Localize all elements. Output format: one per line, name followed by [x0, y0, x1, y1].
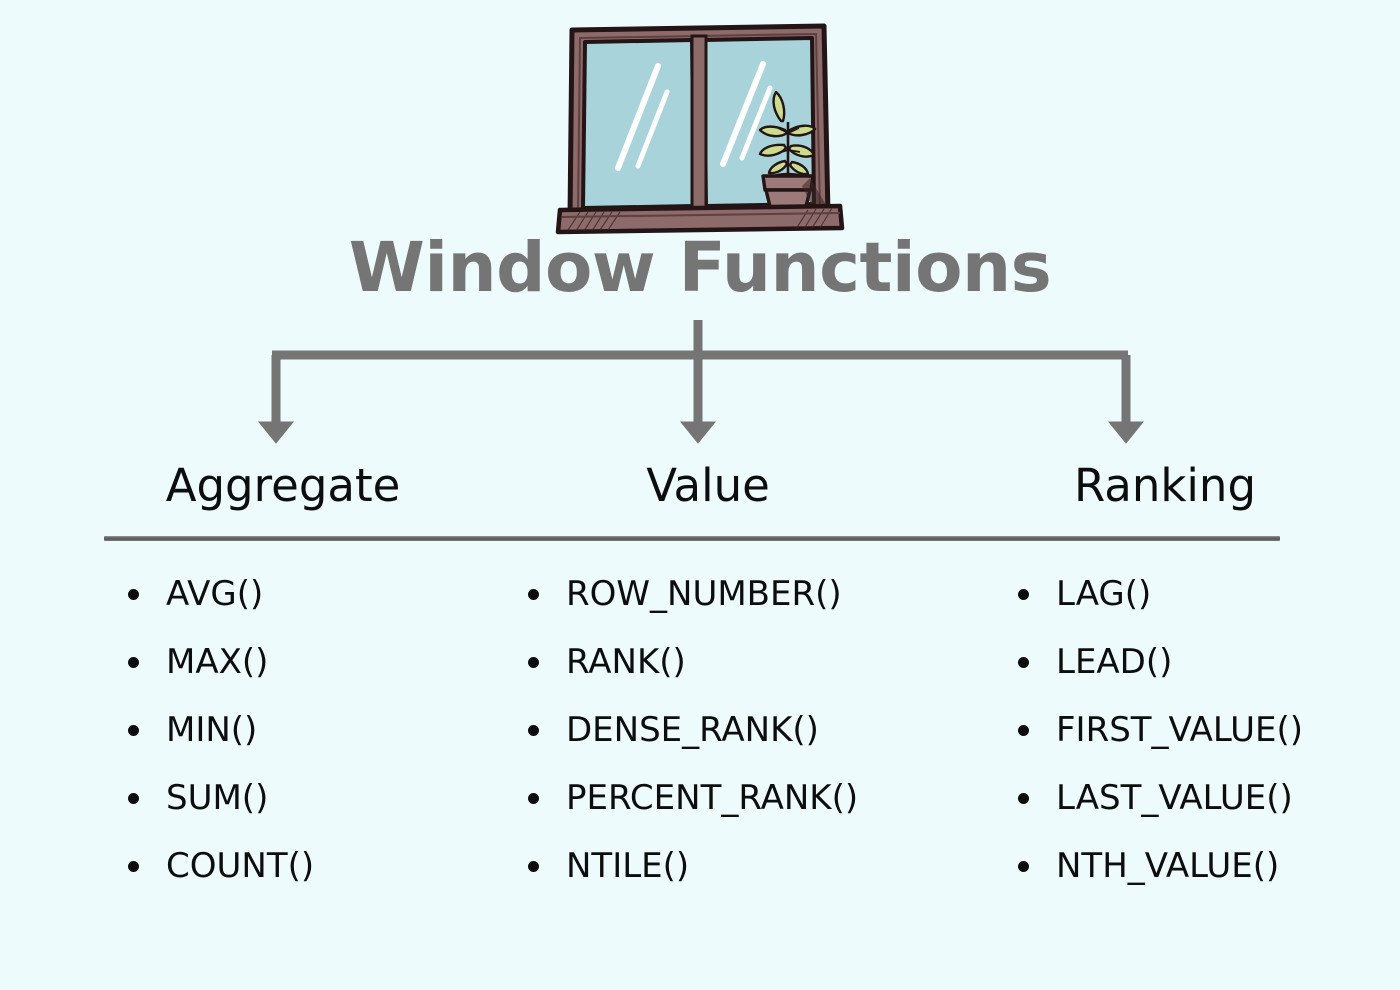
- list-item: NTILE(): [528, 832, 858, 900]
- list-item: ROW_NUMBER(): [528, 560, 858, 628]
- list-item: RANK(): [528, 628, 858, 696]
- potted-plant: [758, 90, 817, 225]
- window-mullion: [690, 34, 708, 212]
- bullet-icon: [128, 657, 139, 668]
- list-item: DENSE_RANK(): [528, 696, 858, 764]
- function-name: SUM(): [166, 778, 269, 818]
- bullet-icon: [528, 861, 539, 872]
- bullet-icon: [1018, 861, 1029, 872]
- list-item: AVG(): [128, 560, 314, 628]
- list-item: LEAD(): [1018, 628, 1303, 696]
- list-item: MAX(): [128, 628, 314, 696]
- function-name: LAST_VALUE(): [1056, 778, 1293, 818]
- list-item: SUM(): [128, 764, 314, 832]
- list-item: FIRST_VALUE(): [1018, 696, 1303, 764]
- function-name: LEAD(): [1056, 642, 1173, 682]
- list-item: LAG(): [1018, 560, 1303, 628]
- window-with-plant-illustration: [552, 18, 852, 243]
- plant-leaves: [758, 90, 817, 176]
- bullet-icon: [128, 725, 139, 736]
- function-name: DENSE_RANK(): [566, 710, 819, 750]
- bullet-icon: [1018, 793, 1029, 804]
- bullet-icon: [528, 657, 539, 668]
- column-header-aggregate: Aggregate: [165, 459, 401, 512]
- list-item: MIN(): [128, 696, 314, 764]
- function-name: ROW_NUMBER(): [566, 574, 842, 614]
- page-title: Window Functions: [348, 228, 1052, 308]
- function-name: MIN(): [166, 710, 258, 750]
- function-list-ranking: LAG() LEAD() FIRST_VALUE() LAST_VALUE() …: [1018, 560, 1303, 900]
- function-name: NTILE(): [566, 846, 690, 886]
- function-name: LAG(): [1056, 574, 1152, 614]
- bullet-icon: [128, 861, 139, 872]
- bullet-icon: [1018, 725, 1029, 736]
- column-header-ranking: Ranking: [1073, 459, 1257, 512]
- list-item: LAST_VALUE(): [1018, 764, 1303, 832]
- bullet-icon: [128, 793, 139, 804]
- function-categories: Aggregate Value Ranking AVG() MAX() MIN(…: [0, 455, 1400, 925]
- function-name: PERCENT_RANK(): [566, 778, 859, 818]
- bullet-icon: [528, 793, 539, 804]
- function-list-value: ROW_NUMBER() RANK() DENSE_RANK() PERCENT…: [528, 560, 858, 900]
- function-name: MAX(): [166, 642, 269, 682]
- arrowhead-ranking: [1107, 421, 1145, 444]
- arrowhead-value: [679, 421, 717, 444]
- column-header-value: Value: [646, 459, 770, 512]
- function-name: COUNT(): [166, 846, 315, 886]
- list-item: PERCENT_RANK(): [528, 764, 858, 832]
- window-sill: [555, 203, 845, 235]
- function-name: RANK(): [566, 642, 686, 682]
- header-divider-rule: [104, 536, 1280, 541]
- function-name: NTH_VALUE(): [1056, 846, 1280, 886]
- sill-shadow-right: [802, 178, 828, 210]
- connector-arrows: [0, 310, 1400, 455]
- function-list-aggregate: AVG() MAX() MIN() SUM() COUNT(): [128, 560, 314, 900]
- bullet-icon: [528, 589, 539, 600]
- arrowhead-aggregate: [257, 421, 295, 444]
- list-item: NTH_VALUE(): [1018, 832, 1303, 900]
- window-glass-left: [581, 38, 696, 210]
- bullet-icon: [128, 589, 139, 600]
- function-name: FIRST_VALUE(): [1056, 710, 1304, 750]
- list-item: COUNT(): [128, 832, 314, 900]
- bullet-icon: [528, 725, 539, 736]
- bullet-icon: [1018, 657, 1029, 668]
- function-name: AVG(): [166, 574, 264, 614]
- bullet-icon: [1018, 589, 1029, 600]
